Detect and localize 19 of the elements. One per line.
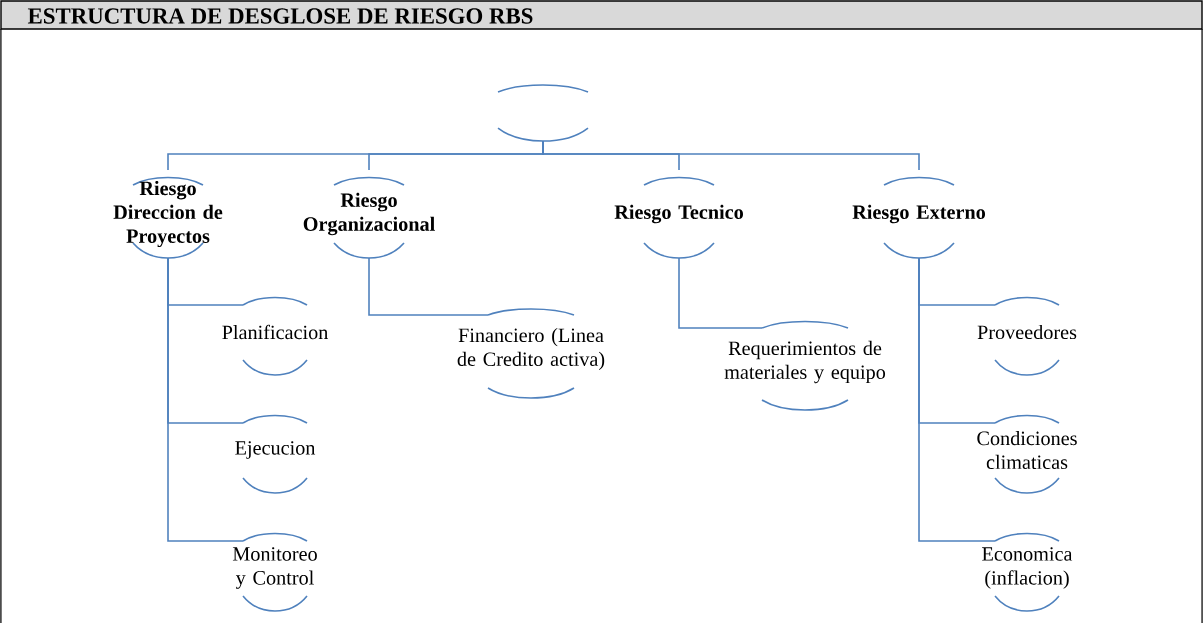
- risk-category: Riesgo Organizacional: [303, 176, 435, 259]
- risk-item: Condiciones climaticas: [977, 414, 1077, 494]
- connector: [167, 257, 244, 542]
- root-node: [497, 84, 589, 142]
- risk-item: Economica (inflacion): [982, 532, 1073, 612]
- risk-category: Riesgo Direccion de Proyectos: [113, 176, 223, 259]
- connector: [542, 140, 920, 171]
- risk-category: Riesgo Externo: [852, 176, 986, 259]
- connector: [918, 257, 996, 542]
- title-bar: ESTRUCTURA DE DESGLOSE DE RIESGO RBS: [0, 0, 1203, 30]
- risk-item: Requerimientos de materiales y equipo: [724, 320, 886, 411]
- risk-category: Riesgo Tecnico: [614, 176, 743, 259]
- connector: [678, 257, 763, 329]
- risk-item: Monitoreo y Control: [232, 532, 317, 612]
- risk-item: Financiero (Linea de Credito activa): [457, 308, 605, 399]
- connector: [368, 257, 489, 316]
- risk-item: Proveedores: [977, 296, 1077, 376]
- risk-item: Planificacion: [222, 296, 328, 376]
- risk-item: Ejecucion: [235, 414, 316, 494]
